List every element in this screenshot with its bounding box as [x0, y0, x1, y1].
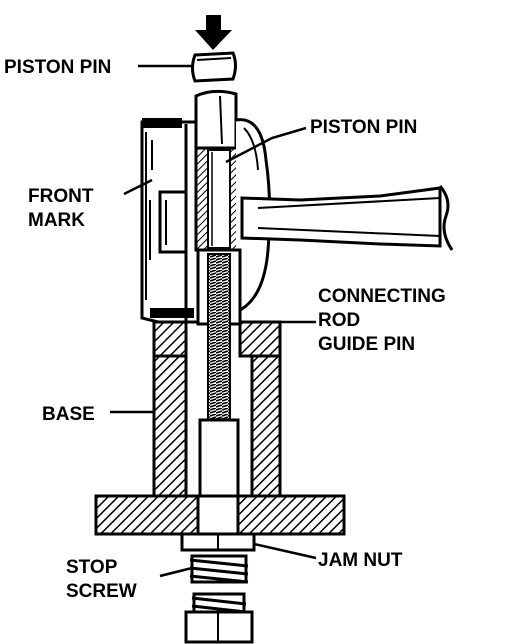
label-piston-pin-top: PISTON PIN [4, 57, 111, 78]
base [94, 320, 346, 552]
label-stop-screw-line2: SCREW [66, 581, 137, 602]
label-stop-screw-line1: STOP [66, 557, 118, 578]
label-connecting-rod-line1: CONNECTING [318, 286, 446, 307]
label-front-mark-line2: MARK [28, 210, 85, 231]
stop-screw [184, 554, 254, 644]
jam-nut [180, 532, 256, 552]
leader-stop-screw [159, 566, 193, 578]
pressed-piston-pin [194, 89, 244, 252]
label-connecting-rod-line3: GUIDE PIN [318, 334, 415, 355]
label-piston-pin-inner: PISTON PIN [310, 117, 417, 138]
leader-jam-nut [253, 542, 317, 560]
piston-body [140, 118, 200, 324]
label-jam-nut: JAM NUT [318, 550, 403, 571]
label-connecting-rod-line2: ROD [318, 310, 360, 331]
connecting-rod-guide-pin [196, 248, 242, 421]
loose-piston-pin [191, 51, 237, 83]
label-base: BASE [42, 404, 95, 425]
leader-piston-pin-inner [225, 126, 307, 164]
label-front-mark-line1: FRONT [28, 186, 94, 207]
connecting-rod [240, 185, 454, 251]
press-arrow-icon [195, 15, 232, 50]
leader-front-mark [123, 178, 153, 196]
leader-lines [110, 64, 317, 578]
